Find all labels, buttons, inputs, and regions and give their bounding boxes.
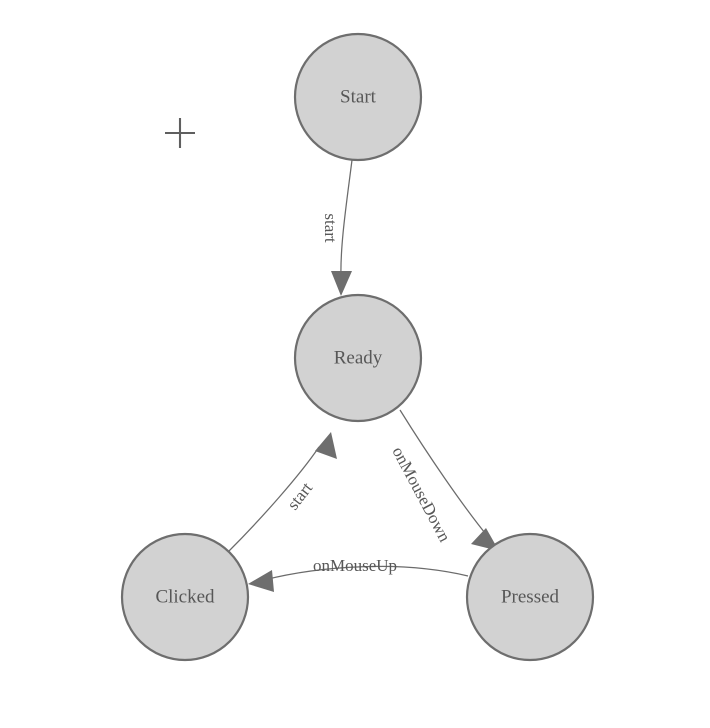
arrowhead-into-ready-bottom <box>315 432 337 459</box>
edge-path-clicked-to-ready <box>227 446 320 553</box>
arrowhead-into-clicked <box>248 570 274 592</box>
node-start[interactable]: Start <box>293 32 423 162</box>
node-pressed[interactable]: Pressed <box>465 532 595 662</box>
node-shape-start <box>293 32 423 162</box>
node-label-clicked: Clicked <box>155 586 215 607</box>
edge-path-ready-to-pressed <box>399 409 490 539</box>
edge-path-pressed-to-clicked <box>263 565 469 581</box>
node-shape-pressed <box>465 532 595 662</box>
edge-start-to-ready[interactable]: start <box>321 159 353 296</box>
node-shape-ready <box>293 293 423 423</box>
crosshair-icon <box>165 118 195 148</box>
edge-label-clicked-to-ready: start <box>283 478 316 513</box>
edge-pressed-to-clicked[interactable]: onMouseUp <box>248 556 469 592</box>
node-clicked[interactable]: Clicked <box>120 532 250 662</box>
arrowhead-into-ready-top <box>331 271 352 296</box>
edge-label-start-to-ready: start <box>321 213 340 243</box>
node-label-start: Start <box>340 86 377 107</box>
edge-label-pressed-to-clicked: onMouseUp <box>313 556 397 575</box>
edge-clicked-to-ready[interactable]: start <box>227 432 337 553</box>
node-label-ready: Ready <box>334 347 383 368</box>
arrowhead-into-pressed <box>471 528 499 551</box>
node-shape-clicked <box>120 532 250 662</box>
edge-label-ready-to-pressed: onMouseDown <box>388 444 454 546</box>
edge-ready-to-pressed[interactable]: onMouseDown <box>388 409 499 551</box>
node-label-pressed: Pressed <box>501 586 560 607</box>
edge-path-start-to-ready <box>340 159 353 279</box>
node-ready[interactable]: Ready <box>293 293 423 423</box>
